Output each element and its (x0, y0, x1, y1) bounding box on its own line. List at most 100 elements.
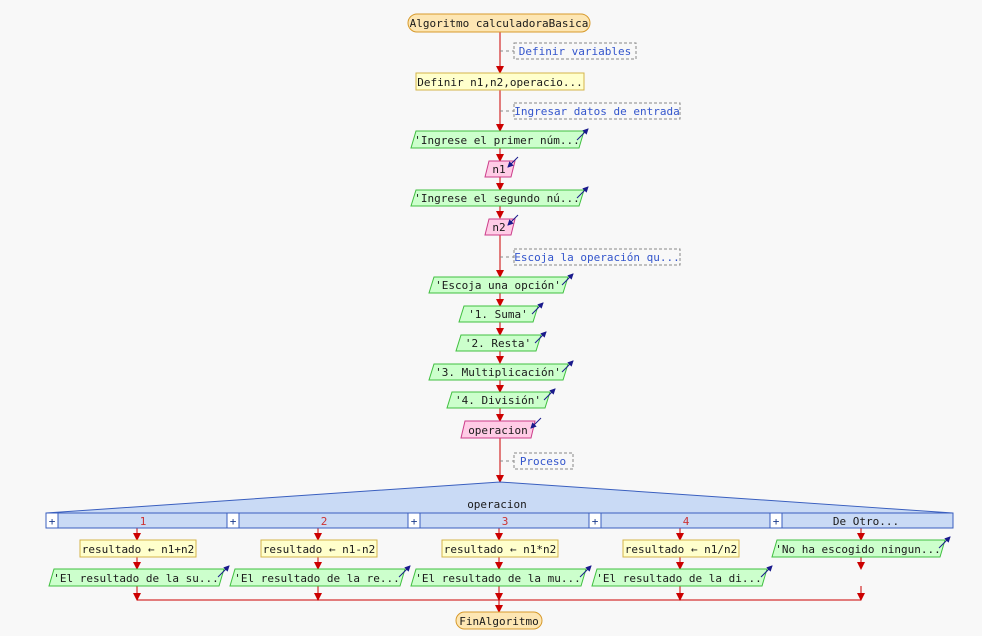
end-label: FinAlgoritmo (459, 615, 538, 628)
expand-box (407, 512, 421, 529)
end-terminal[interactable]: FinAlgoritmo (455, 611, 543, 630)
output-text: 'No ha escogido ningun... (775, 543, 941, 556)
output-option-sum[interactable]: '1. Suma' (458, 302, 544, 323)
output-shape (455, 334, 542, 352)
case-label-3: 3 (502, 515, 509, 528)
expand-box (588, 512, 602, 529)
switch-variable: operacion (467, 498, 527, 511)
define-text: Definir n1,n2,operacio... (417, 76, 583, 89)
output-text: '4. División' (455, 394, 541, 407)
assign-div[interactable]: resultado ← n1/n2 (622, 539, 740, 558)
input-arrow-icon (507, 214, 519, 226)
output-shape (428, 276, 569, 294)
case-default-expand-button[interactable]: + (769, 512, 783, 529)
assign-sum[interactable]: resultado ← n1+n2 (79, 539, 197, 558)
output-option-div[interactable]: '4. División' (446, 388, 556, 409)
comment-choose-operation[interactable]: Escoja la operación qu... (513, 248, 681, 266)
output-arrow-icon (760, 565, 773, 578)
process-shape (260, 539, 378, 558)
output-arrow-icon (938, 536, 951, 549)
case-3-expand-button[interactable]: + (407, 512, 421, 529)
output-option-sub[interactable]: '2. Resta' (455, 331, 547, 352)
output-text: 'El resultado de la su... (53, 572, 219, 585)
assign-text: resultado ← n1/n2 (625, 543, 738, 556)
output-shape (458, 305, 539, 323)
terminal-shape (455, 611, 543, 630)
output-shape (229, 568, 406, 587)
comment-process[interactable]: Proceso (513, 452, 574, 470)
comment-input-data[interactable]: Ingresar datos de entrada (513, 102, 681, 120)
plus-icon: + (773, 515, 780, 528)
output-shape (410, 568, 587, 587)
output-shape (446, 391, 551, 409)
comment-text: Proceso (520, 455, 566, 468)
terminal-shape (407, 13, 591, 33)
input-text: operacion (468, 424, 528, 437)
process-shape (79, 539, 197, 558)
output-result-div[interactable]: 'El resultado de la di... (591, 565, 773, 587)
output-menu-title[interactable]: 'Escoja una opción' (428, 273, 574, 294)
input-read-n1[interactable]: n1 (484, 156, 519, 178)
output-arrow-icon (561, 360, 574, 373)
expand-box (45, 512, 59, 529)
output-arrow-icon (534, 331, 547, 344)
comment-box (513, 452, 574, 470)
output-result-sub[interactable]: 'El resultado de la re... (229, 565, 411, 587)
output-prompt-second[interactable]: 'Ingrese el segundo nú... (410, 186, 589, 207)
case-label-4: 4 (683, 515, 690, 528)
case-4-expand-button[interactable]: + (588, 512, 602, 529)
comment-links (500, 50, 514, 462)
plus-icon: + (592, 515, 599, 528)
output-shape (771, 539, 946, 558)
input-read-n2[interactable]: n2 (484, 214, 519, 236)
assign-sub[interactable]: resultado ← n1-n2 (260, 539, 378, 558)
output-shape (428, 363, 569, 381)
start-terminal[interactable]: Algoritmo calculadoraBasica (407, 13, 591, 33)
output-result-sum[interactable]: 'El resultado de la su... (48, 565, 230, 587)
output-text: 'El resultado de la di... (596, 572, 762, 585)
assign-mul[interactable]: resultado ← n1*n2 (441, 539, 559, 558)
output-arrow-icon (561, 273, 574, 286)
switch-case-bar (45, 512, 954, 529)
output-arrow-icon (576, 128, 589, 141)
assign-text: resultado ← n1-n2 (263, 543, 376, 556)
input-text: n1 (492, 163, 505, 176)
start-label: Algoritmo calculadoraBasica (410, 17, 589, 30)
output-shape (48, 568, 225, 587)
case-label-default: De Otro... (833, 515, 899, 528)
output-text: 'El resultado de la mu... (415, 572, 581, 585)
assign-text: resultado ← n1+n2 (82, 543, 195, 556)
input-read-operacion[interactable]: operacion (460, 417, 542, 439)
input-arrow-icon (530, 417, 542, 429)
plus-icon: + (49, 515, 56, 528)
expand-box (226, 512, 240, 529)
assign-text: resultado ← n1*n2 (444, 543, 557, 556)
output-text: 'Escoja una opción' (435, 279, 561, 292)
output-result-mul[interactable]: 'El resultado de la mu... (410, 565, 592, 587)
comment-define-variables[interactable]: Definir variables (513, 42, 637, 60)
expand-box (769, 512, 783, 529)
output-default[interactable]: 'No ha escogido ningun... (771, 536, 951, 558)
output-shape (591, 568, 768, 587)
output-shape (410, 189, 585, 207)
switch-block[interactable]: operacion + + + + + 1 2 3 (45, 481, 954, 529)
output-arrow-icon (531, 302, 544, 315)
output-arrow-icon (579, 565, 592, 578)
case-1-expand-button[interactable]: + (45, 512, 59, 529)
output-option-mul[interactable]: '3. Multiplicación' (428, 360, 574, 381)
output-arrow-icon (217, 565, 230, 578)
output-arrow-icon (398, 565, 411, 578)
output-arrow-icon (576, 186, 589, 199)
case-2-expand-button[interactable]: + (226, 512, 240, 529)
output-text: 'Ingrese el primer núm... (414, 134, 580, 147)
output-text: '3. Multiplicación' (435, 366, 561, 379)
case-label-1: 1 (140, 515, 147, 528)
comment-box (513, 248, 681, 266)
flow-connectors (133, 31, 865, 613)
comment-box (513, 102, 681, 120)
output-arrow-icon (543, 388, 556, 401)
define-variables-box[interactable]: Definir n1,n2,operacio... (415, 72, 585, 91)
plus-icon: + (411, 515, 418, 528)
output-prompt-first[interactable]: 'Ingrese el primer núm... (410, 128, 589, 149)
